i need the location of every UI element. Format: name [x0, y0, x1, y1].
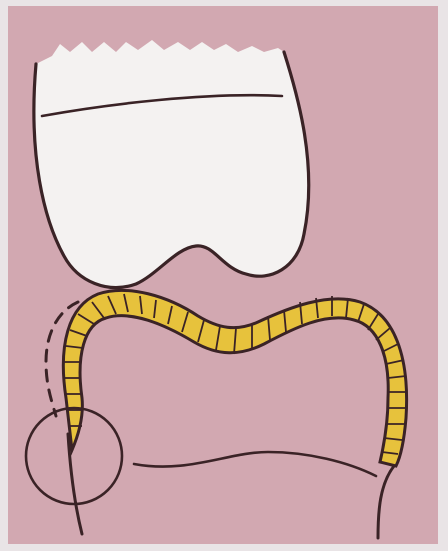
crown-band — [63, 290, 406, 466]
dental-diagram — [8, 6, 438, 544]
root-right — [378, 466, 394, 538]
upper-tooth — [34, 40, 309, 288]
root-left — [68, 434, 82, 534]
diagram-panel — [8, 6, 438, 544]
gum-line — [134, 452, 376, 476]
